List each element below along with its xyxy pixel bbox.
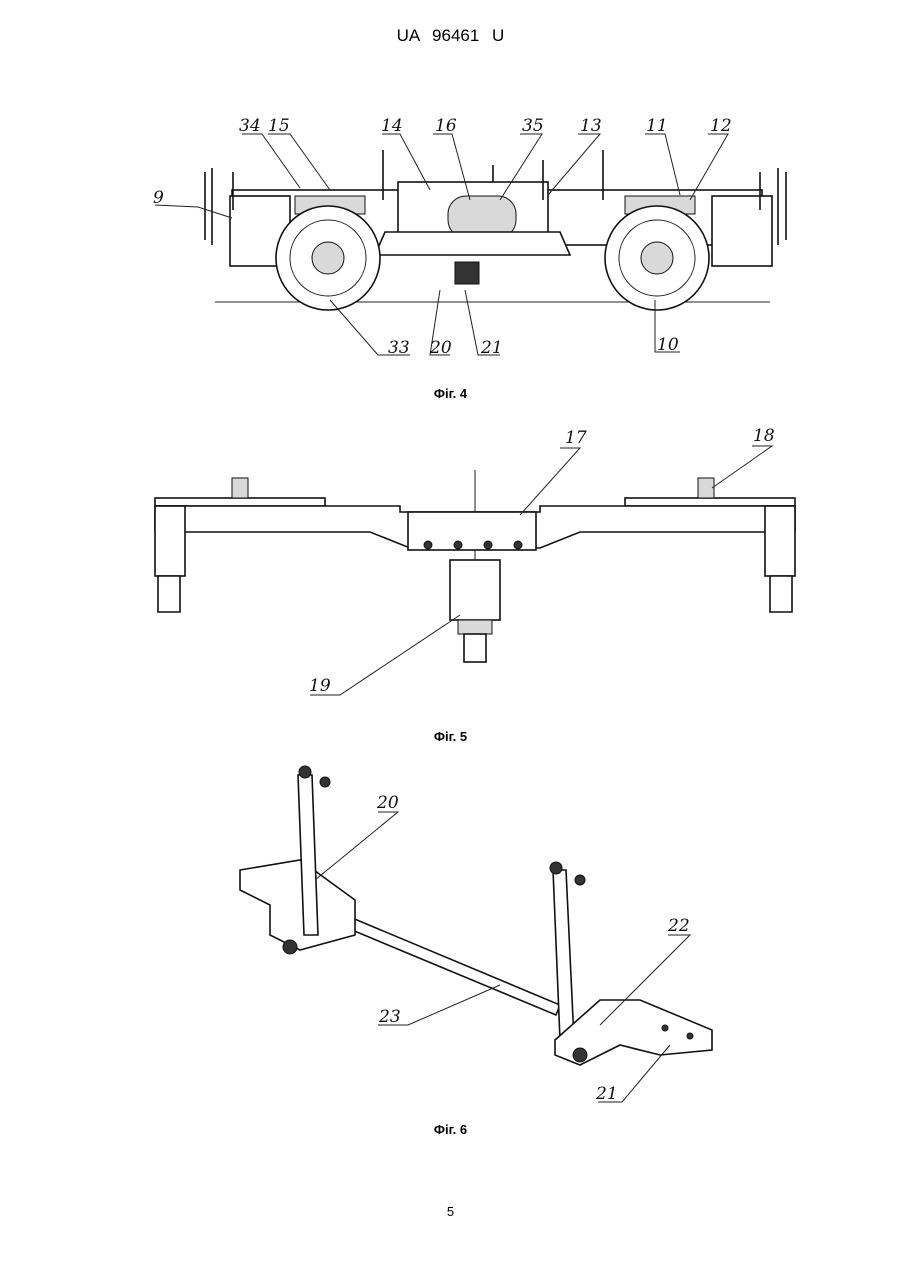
fig4-label-10: 10 [657, 335, 679, 355]
fig5-label-19: 19 [309, 676, 331, 696]
fig4-label-34: 34 [239, 116, 261, 136]
figure-6-caption: Фіг. 6 [0, 1122, 901, 1137]
fig4-label-11: 11 [646, 116, 668, 136]
fig6-label-20: 20 [376, 793, 399, 813]
fig6-label-23: 23 [378, 1007, 401, 1027]
fig5-label-18: 18 [753, 426, 775, 446]
figure-4-drawing: 9 34 15 14 16 35 13 11 12 33 20 21 10 [0, 0, 901, 380]
figure-5-caption: Фіг. 5 [0, 729, 901, 744]
fig4-label-20: 20 [429, 338, 452, 358]
fig4-label-16: 16 [435, 116, 457, 136]
fig4-label-12: 12 [710, 116, 732, 136]
figure-6-drawing: 20 22 23 21 [0, 760, 901, 1120]
fig6-label-21: 21 [595, 1084, 618, 1104]
fig6-label-22: 22 [667, 916, 690, 936]
fig4-label-35: 35 [522, 116, 544, 136]
fig5-label-17: 17 [565, 428, 587, 448]
fig4-label-21: 21 [480, 338, 503, 358]
fig4-label-9: 9 [153, 188, 164, 208]
fig4-label-14: 14 [381, 116, 403, 136]
fig4-label-33: 33 [388, 338, 410, 358]
figure-5-drawing: 17 18 19 [0, 410, 901, 740]
fig4-label-15: 15 [268, 116, 290, 136]
fig4-label-13: 13 [580, 116, 602, 136]
page-number: 5 [0, 1204, 901, 1219]
figure-4-caption: Фіг. 4 [0, 386, 901, 401]
